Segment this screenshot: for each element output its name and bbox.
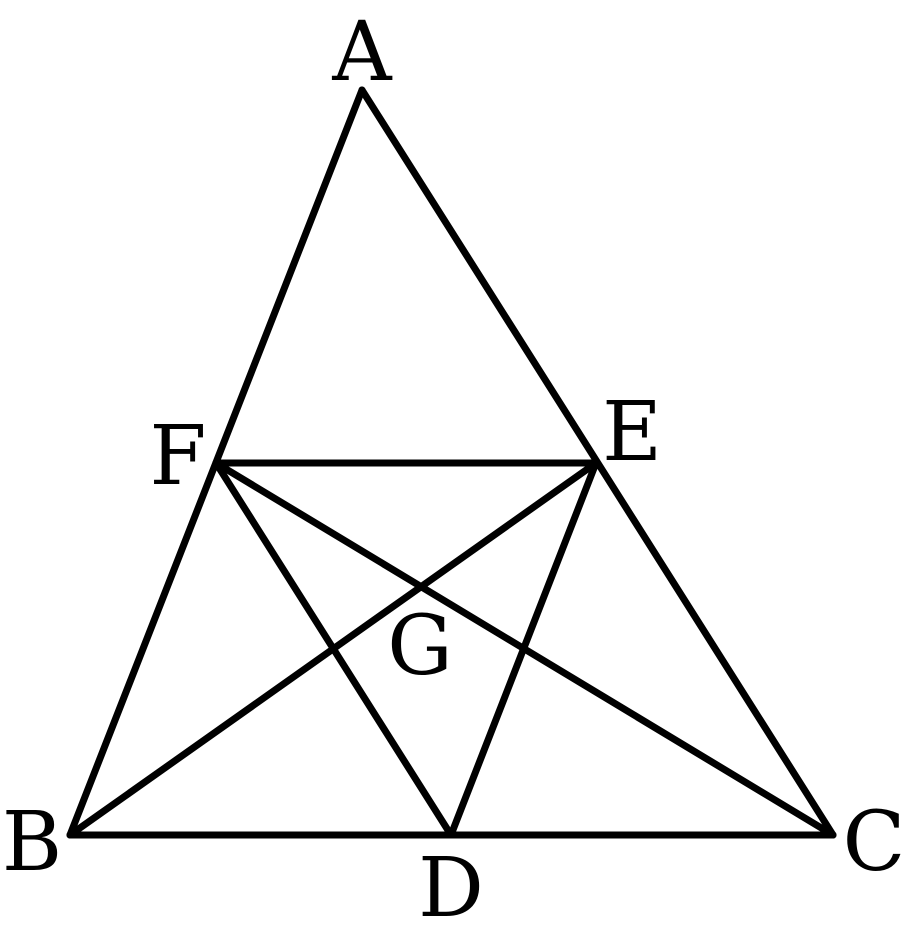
point-labels: A B C D E F G xyxy=(2,5,906,936)
label-a: A xyxy=(331,5,393,100)
label-b: B xyxy=(2,795,62,890)
segment-fc xyxy=(212,459,837,839)
label-c: C xyxy=(843,795,906,890)
segments xyxy=(66,86,837,839)
label-e: E xyxy=(602,385,662,480)
label-f: F xyxy=(150,409,207,504)
label-g: G xyxy=(387,599,453,694)
segment-be xyxy=(66,459,600,839)
label-d: D xyxy=(418,841,484,936)
